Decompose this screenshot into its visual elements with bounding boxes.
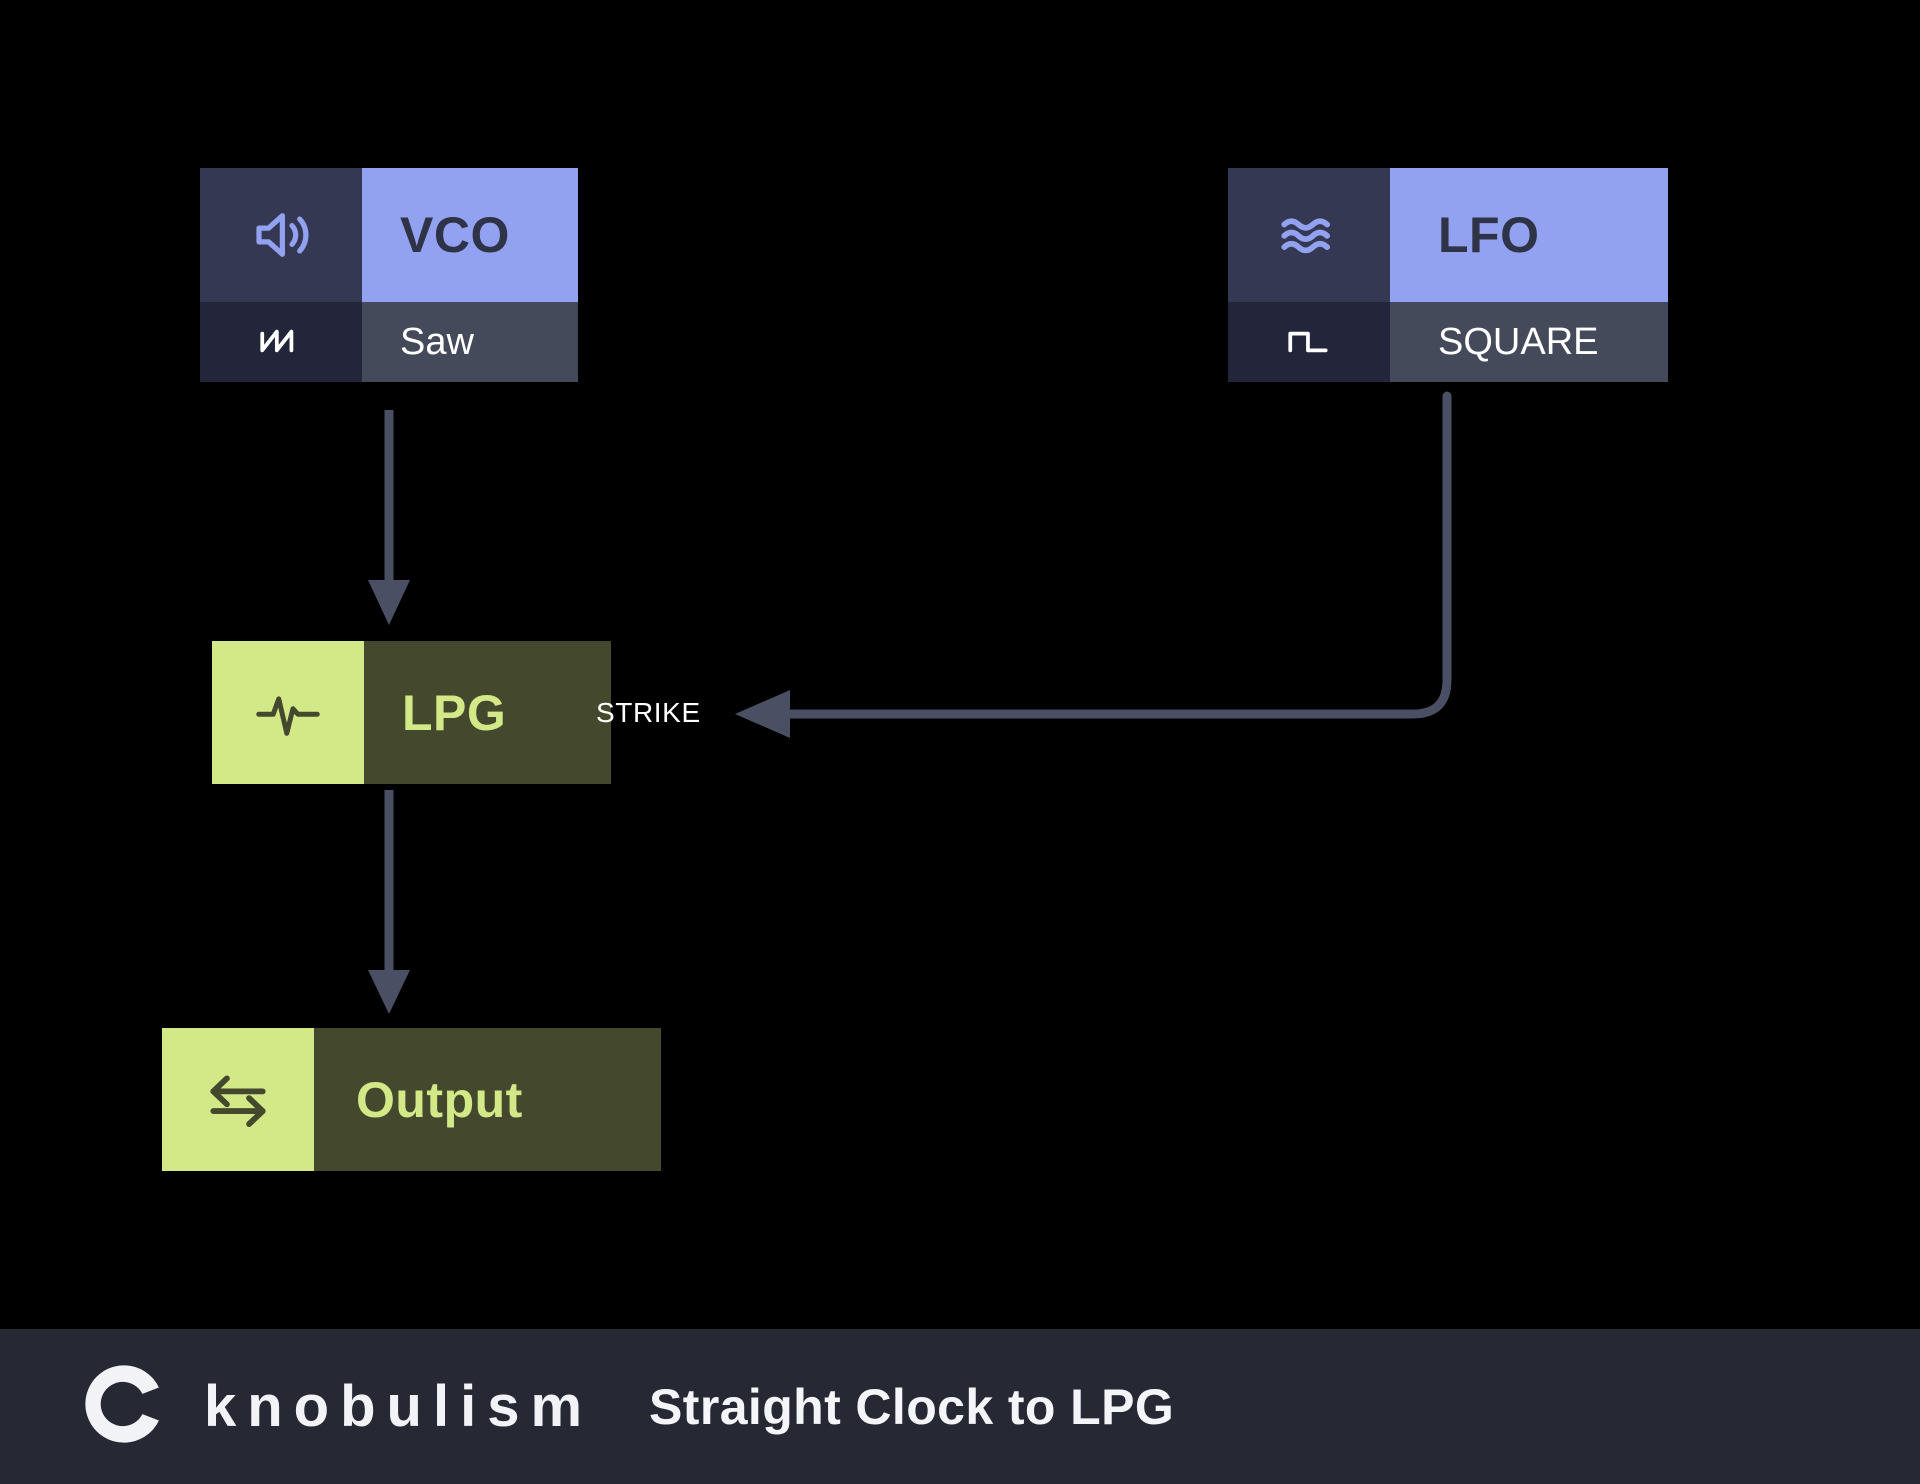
pulse-activity-icon: [212, 641, 364, 784]
module-lfo-header: LFO: [1228, 168, 1668, 302]
module-lfo[interactable]: LFO SQUARE: [1228, 168, 1668, 382]
square-wave-icon: [1228, 302, 1390, 382]
module-lpg-header: LPG: [212, 641, 611, 784]
module-lpg-title: LPG: [364, 641, 611, 784]
module-vco[interactable]: VCO Saw: [200, 168, 578, 382]
module-output[interactable]: Output: [162, 1028, 661, 1171]
sawtooth-wave-icon: [200, 302, 362, 382]
module-output-header: Output: [162, 1028, 661, 1171]
module-lpg[interactable]: LPG: [212, 641, 611, 784]
footer-bar: knobulism Straight Clock to LPG: [0, 1329, 1920, 1484]
brand-name: knobulism: [204, 1374, 594, 1439]
connection-label-strike: STRIKE: [596, 697, 701, 728]
footer-title: Straight Clock to LPG: [649, 1378, 1175, 1435]
exchange-arrows-icon: [162, 1028, 314, 1171]
knob-ring-icon: [78, 1358, 170, 1455]
module-lfo-title: LFO: [1390, 168, 1668, 302]
module-lfo-waveform-label: SQUARE: [1390, 302, 1668, 382]
module-vco-header: VCO: [200, 168, 578, 302]
module-lfo-waveform-row[interactable]: SQUARE: [1228, 302, 1668, 382]
module-vco-waveform-label: Saw: [362, 302, 578, 382]
speaker-icon: [200, 168, 362, 302]
waves-icon: [1228, 168, 1390, 302]
connection-lpg-to-output: [368, 790, 410, 1014]
module-vco-title: VCO: [362, 168, 578, 302]
connection-vco-to-lpg: [368, 410, 410, 625]
connection-lfo-to-lpg-strike: [735, 391, 1452, 738]
module-output-title: Output: [314, 1028, 661, 1171]
module-vco-waveform-row[interactable]: Saw: [200, 302, 578, 382]
